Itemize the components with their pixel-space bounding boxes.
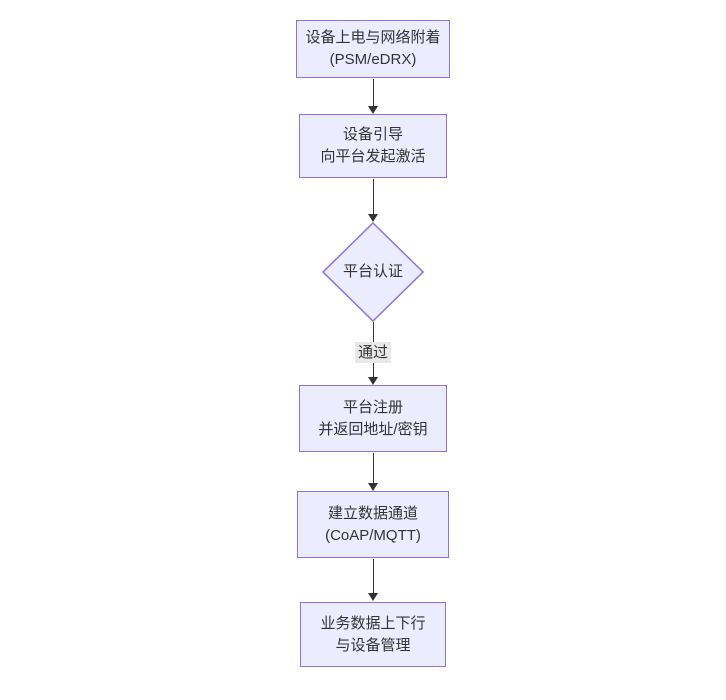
flow-node-data-channel: 建立数据通道 (CoAP/MQTT) xyxy=(297,491,449,558)
flow-edge-bootstrap-to-auth xyxy=(368,179,378,222)
arrow-line xyxy=(372,453,374,483)
node-label-line2: 向平台发起激活 xyxy=(320,148,426,165)
arrowhead-down-icon xyxy=(368,214,378,222)
node-label-line1: 设备引导 xyxy=(342,126,403,143)
arrowhead-down-icon xyxy=(368,377,378,385)
edge-label-pass: 通过 xyxy=(354,342,392,363)
flow-node-auth-decision: 平台认证 xyxy=(322,222,424,322)
flow-edge-channel-to-business xyxy=(368,559,378,601)
node-label-line2: (CoAP/MQTT) xyxy=(325,526,421,544)
node-label-line1: 设备上电与网络附着 xyxy=(305,29,441,46)
flow-node-power-on: 设备上电与网络附着 (PSM/eDRX) xyxy=(296,20,450,78)
node-label-line1: 建立数据通道 xyxy=(327,504,418,522)
diamond-shape xyxy=(322,222,424,322)
arrowhead-down-icon xyxy=(368,593,378,601)
arrow-line xyxy=(372,79,374,106)
arrowhead-down-icon xyxy=(368,483,378,491)
node-label-line1: 平台认证 xyxy=(342,263,403,280)
node-label-line2: (PSM/eDRX) xyxy=(329,51,417,68)
arrow-line xyxy=(372,179,374,214)
node-label-line1: 业务数据上下行 xyxy=(320,614,426,632)
flow-node-register: 平台注册 并返回地址/密钥 xyxy=(299,385,447,452)
flow-node-bootstrap: 设备引导 向平台发起激活 xyxy=(299,114,447,178)
flow-edge-power-to-bootstrap xyxy=(368,79,378,114)
arrow-line xyxy=(372,559,374,593)
arrowhead-down-icon xyxy=(368,106,378,114)
node-label-line2: 并返回地址/密钥 xyxy=(318,420,428,438)
flow-edge-register-to-channel xyxy=(368,453,378,491)
node-label-line1: 平台注册 xyxy=(342,398,403,416)
flow-node-business: 业务数据上下行 与设备管理 xyxy=(300,602,446,667)
node-label-line2: 与设备管理 xyxy=(335,636,411,654)
